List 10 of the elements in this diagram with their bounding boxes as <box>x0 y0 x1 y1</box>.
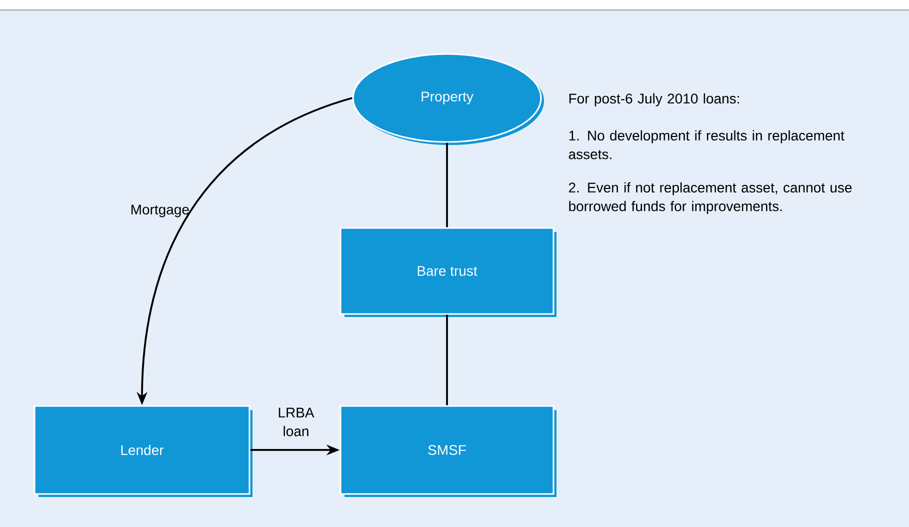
note-text: 1. No development if results in replacement assets. <box>568 130 844 160</box>
process-box: SMSF <box>340 405 556 497</box>
note-text: For post-6 July 2010 loans: <box>569 93 739 106</box>
connector-line <box>446 314 448 406</box>
note-text: 2. Even if not replacement asset, cannot use borrowed funds for improvements. <box>568 182 852 214</box>
edge-label: LRBA loan <box>278 408 314 436</box>
connector-line <box>446 142 448 228</box>
edge-label: Mortgage <box>132 204 189 218</box>
process-box: Lender <box>34 405 252 497</box>
process-box: Bare trust <box>340 227 556 317</box>
